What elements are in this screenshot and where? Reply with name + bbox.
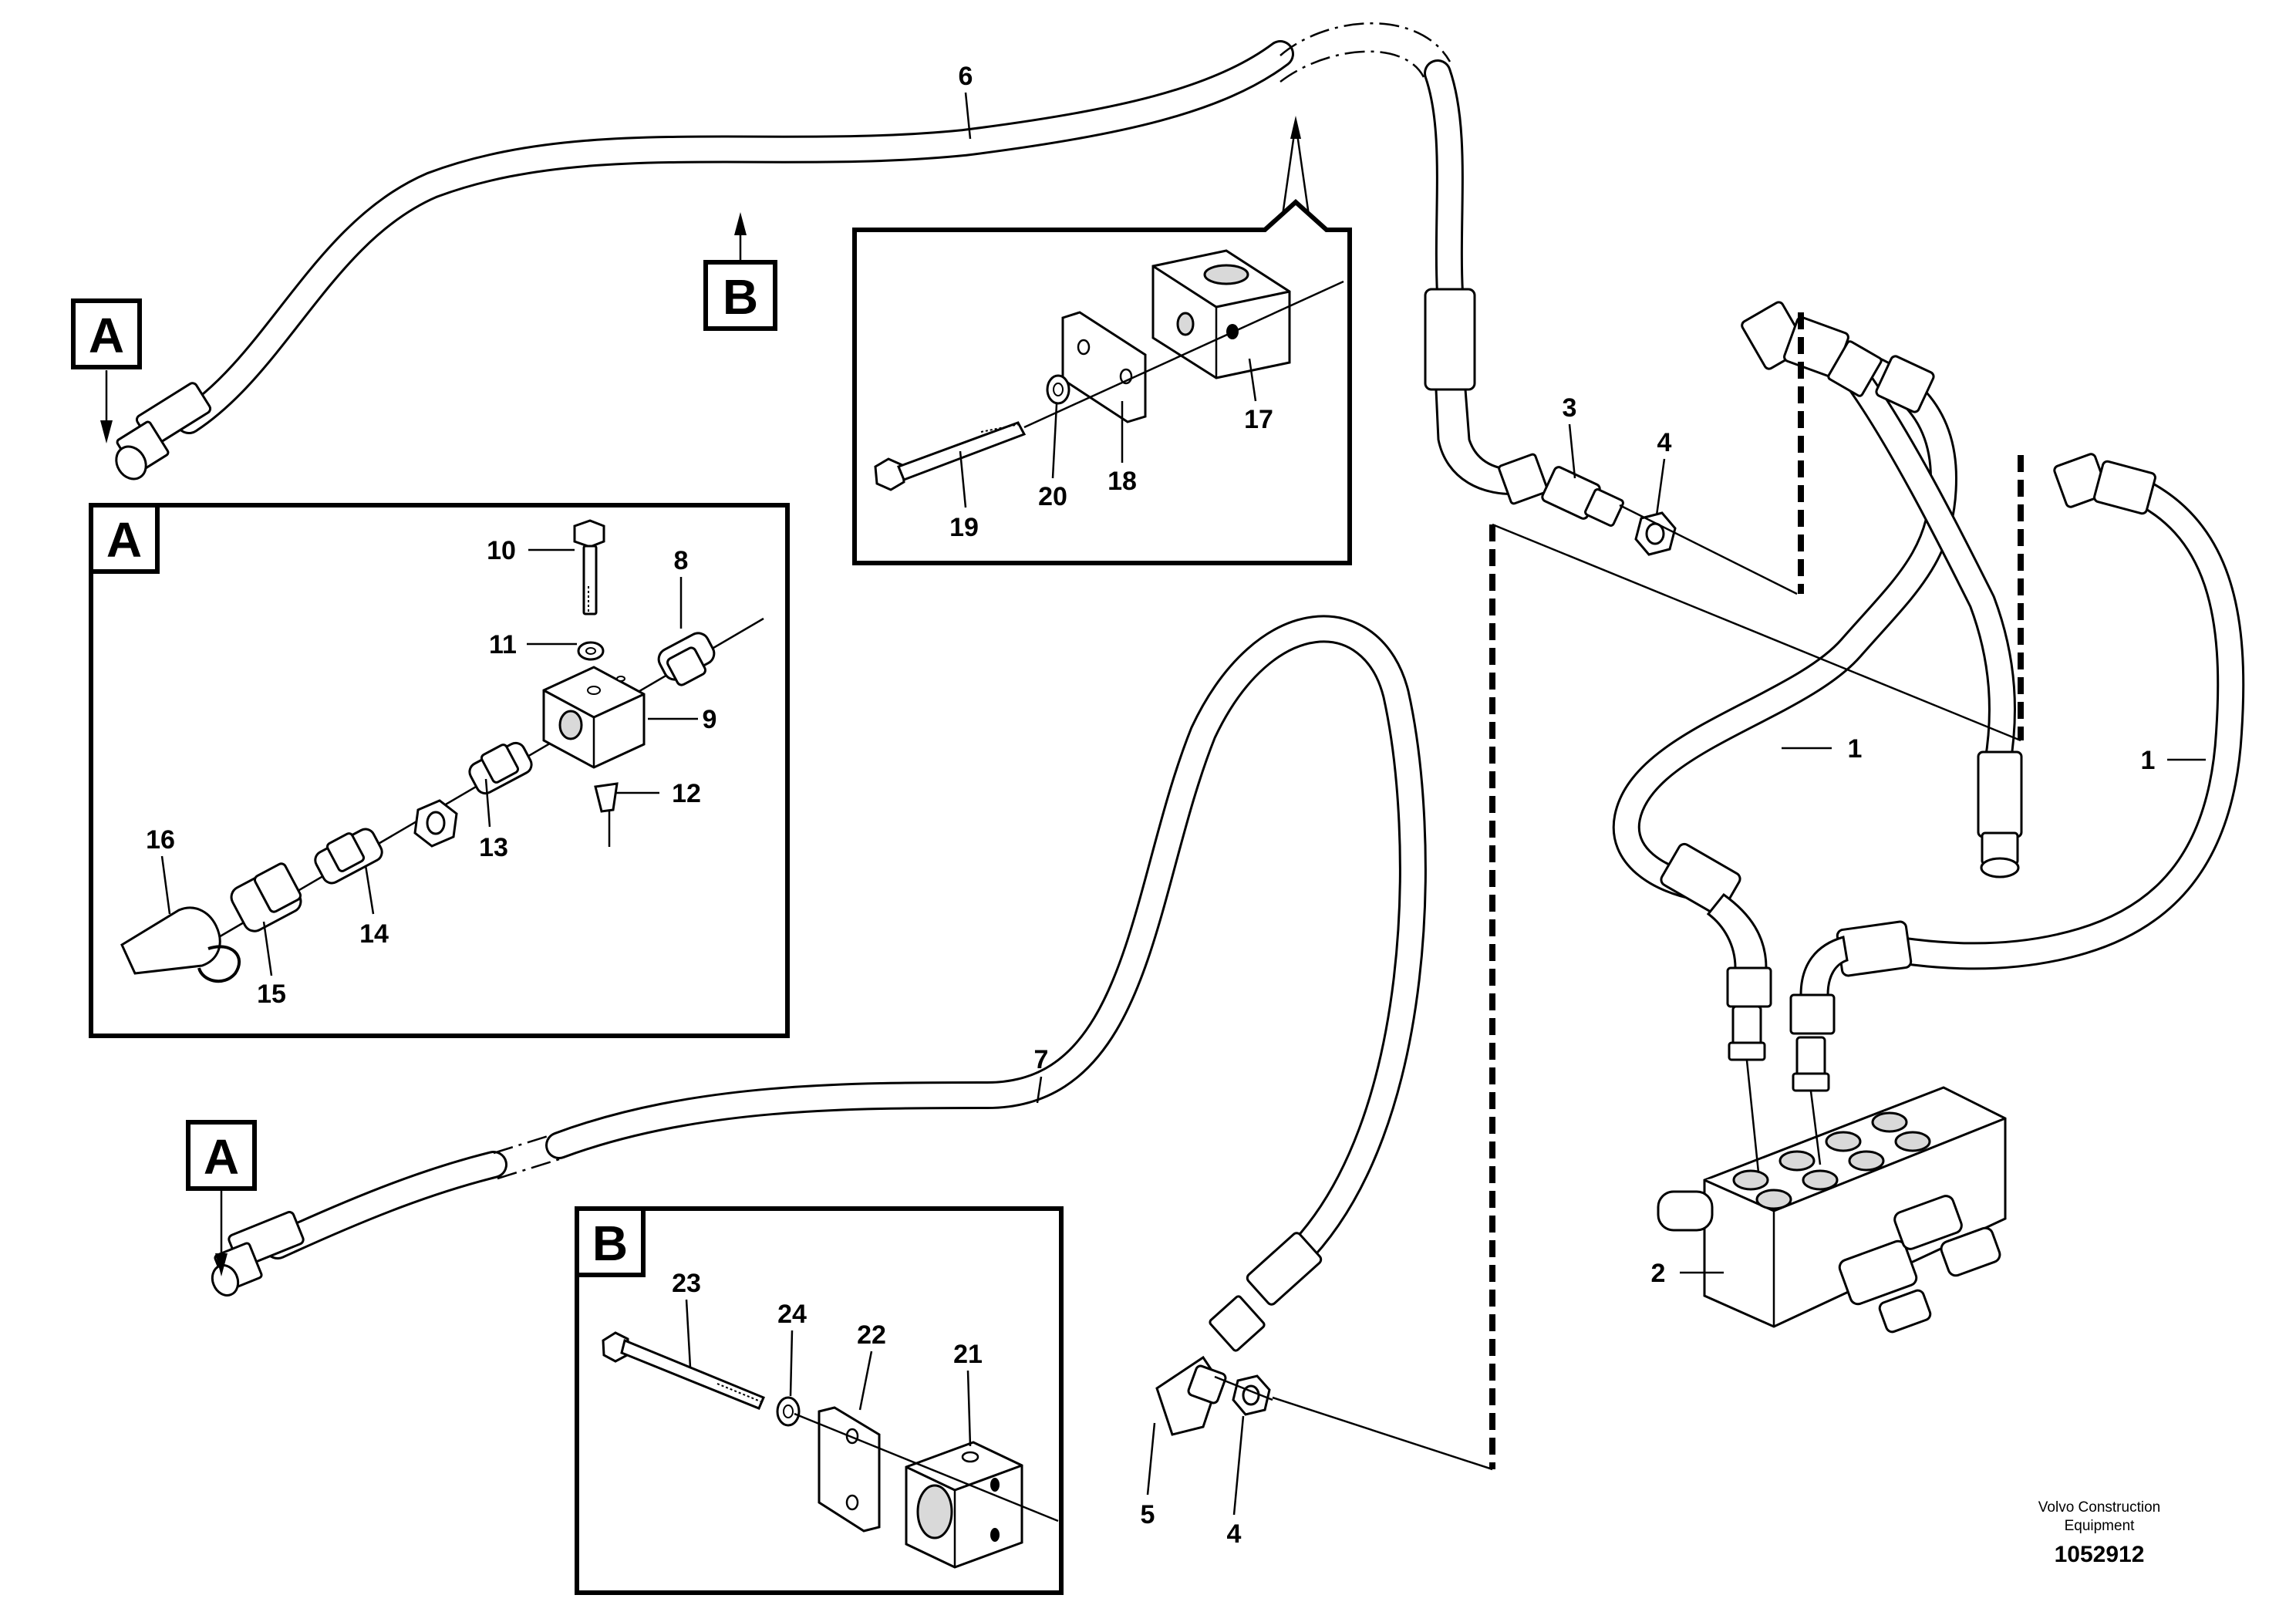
block-9: [542, 666, 646, 769]
detail-a-label: A: [106, 512, 142, 568]
nipple-8: [657, 632, 716, 686]
callout-10: 10: [487, 536, 516, 565]
callout-5: 5: [1141, 1500, 1155, 1529]
brand-block: Volvo Construction Equipment 1052912: [2038, 1499, 2160, 1567]
callout-3: 3: [1563, 393, 1577, 423]
adapter-14: [314, 828, 383, 885]
callout-15: 15: [257, 980, 286, 1009]
hose-7: [211, 615, 1427, 1352]
callout-13: 13: [479, 833, 508, 862]
callout-16: 16: [146, 825, 175, 855]
ref-box-a-top: A: [71, 298, 142, 369]
ref-b-top-label: B: [723, 269, 758, 325]
callout-leaders: [160, 92, 2206, 1516]
callout-24: 24: [777, 1300, 807, 1329]
plate-22: [818, 1406, 881, 1533]
callout-8: 8: [674, 546, 689, 575]
callout-6: 6: [959, 62, 973, 91]
brand-line-1: Volvo Construction: [2038, 1499, 2160, 1516]
elbow-5: [1155, 1355, 1227, 1436]
coupling-15: [230, 862, 302, 932]
callout-4-bottom: 4: [1227, 1519, 1242, 1549]
bolt-23: [602, 1331, 765, 1410]
callout-20: 20: [1038, 482, 1067, 511]
detail-panel-bracket: [852, 198, 1352, 565]
detail-panel-a: A: [89, 503, 790, 1038]
callout-1: 1: [1848, 734, 1863, 764]
callout-9: 9: [703, 705, 717, 734]
detail-panel-b: B: [575, 1206, 1064, 1595]
bolt-19: [874, 421, 1027, 491]
callout-1b: 1: [2141, 746, 2156, 775]
nut-4-bottom: [1232, 1374, 1271, 1416]
brand-line-2: Equipment: [2065, 1518, 2136, 1534]
callout-19: 19: [949, 513, 979, 542]
nut-13b: [413, 799, 458, 848]
hoses-1: [1612, 301, 2245, 1035]
callouts: 1 1 2 3 4 4 5 6 7 8 9 10 11 12 13 14 15 …: [146, 62, 2155, 1549]
detail-b-label: B: [592, 1216, 628, 1271]
callout-23: 23: [672, 1269, 701, 1298]
control-valve-2: [1657, 1005, 2007, 1334]
callout-14: 14: [359, 919, 389, 949]
callout-21: 21: [953, 1340, 983, 1369]
clamp-block-17: [1151, 249, 1291, 379]
washer-24: [776, 1396, 801, 1427]
callout-12: 12: [672, 779, 701, 808]
washer-20: [1046, 374, 1070, 405]
valve-ports: [1732, 1111, 1931, 1210]
washer-11: [577, 641, 605, 661]
nut-4-top: [1634, 511, 1677, 556]
doc-number: 1052912: [2055, 1542, 2145, 1567]
connection-lines: [1214, 312, 2024, 1471]
clamp-block-21: [905, 1441, 1023, 1569]
callout-18: 18: [1108, 467, 1137, 496]
callout-7: 7: [1034, 1045, 1049, 1074]
callout-4-top: 4: [1657, 428, 1672, 457]
callout-11: 11: [489, 630, 517, 659]
adapter-3: [1541, 466, 1624, 527]
cap-12: [594, 782, 619, 813]
callout-17: 17: [1244, 405, 1273, 434]
callout-2: 2: [1651, 1259, 1666, 1288]
hose-6: [115, 22, 1549, 505]
bolt-10: [573, 519, 605, 615]
dust-cap-16: [120, 906, 241, 983]
callout-22: 22: [857, 1320, 886, 1350]
ref-box-b-top: B: [703, 260, 777, 331]
ref-a-top-label: A: [89, 308, 124, 363]
ref-box-a-bottom: A: [186, 1120, 257, 1191]
ref-a-bottom-label: A: [204, 1129, 239, 1185]
